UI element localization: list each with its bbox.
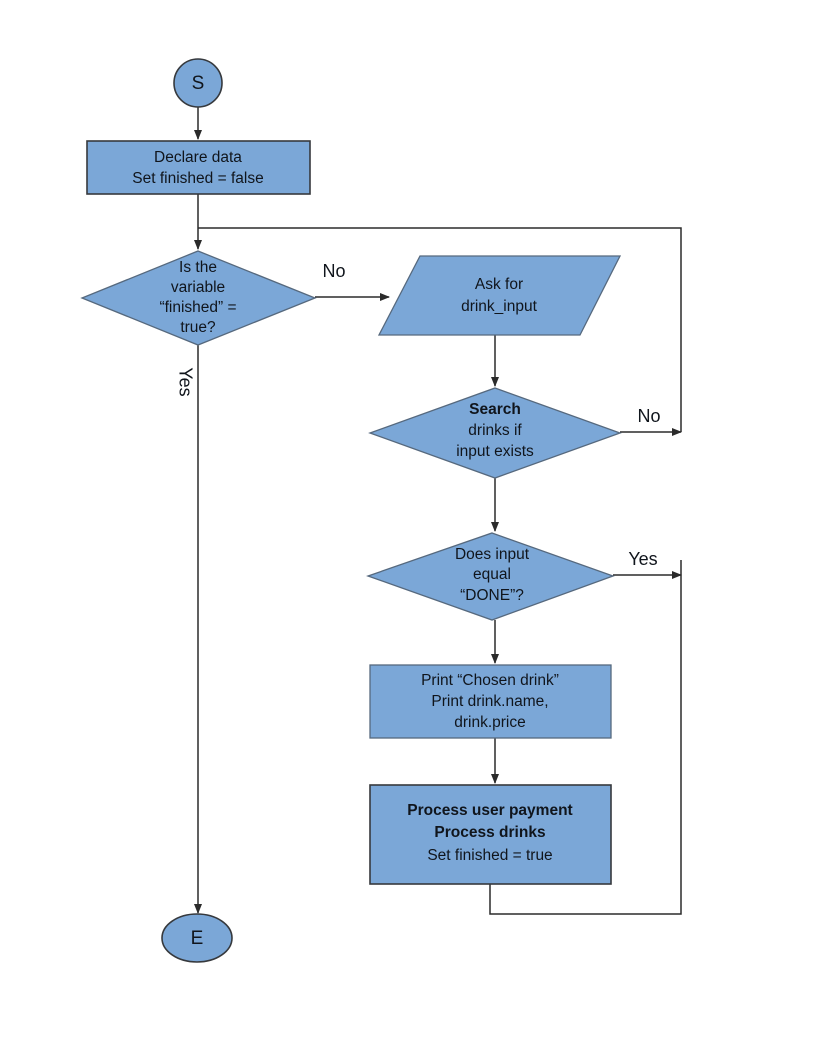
node-declare-data[interactable]: Declare data Set finished = false [86, 140, 311, 195]
node-process-line2: Process drinks [434, 824, 545, 841]
node-check-finished[interactable]: Is the variable “finished” = true? [80, 250, 317, 346]
node-process-line3: Set finished = true [427, 847, 552, 864]
edge-loopback-bottom [489, 560, 682, 915]
edge-loopback-return [198, 227, 682, 432]
edge-label-done-yes: Yes [628, 549, 657, 569]
node-check-finished-line2: variable [171, 279, 225, 296]
node-declare-line1: Declare data [154, 149, 242, 166]
node-check-finished-line3: “finished” = [159, 299, 236, 316]
node-print-line3: drink.price [454, 714, 526, 731]
node-ask-input-line2: drink_input [461, 298, 538, 315]
node-process-payment[interactable]: Process user payment Process drinks Set … [369, 784, 612, 885]
node-check-done-line3: “DONE”? [460, 587, 524, 604]
node-ask-drink-input[interactable]: Ask for drink_input [377, 255, 622, 336]
node-process-line1: Process user payment [407, 802, 572, 819]
node-start[interactable]: S [173, 58, 223, 108]
node-check-finished-line4: true? [180, 319, 216, 336]
edge-label-finished-no: No [322, 261, 345, 281]
node-print-drink[interactable]: Print “Chosen drink” Print drink.name, d… [369, 664, 612, 739]
node-ask-input-line1: Ask for [475, 276, 523, 293]
node-check-done-line2: equal [473, 566, 511, 583]
node-end-label: E [191, 928, 204, 949]
node-print-line1: Print “Chosen drink” [421, 672, 559, 689]
node-declare-line2: Set finished = false [132, 170, 263, 187]
node-print-line2: Print drink.name, [431, 693, 548, 710]
node-check-done[interactable]: Does input equal “DONE”? [366, 532, 615, 621]
edge-label-finished-yes: Yes [175, 367, 195, 396]
node-search-line3: input exists [456, 443, 534, 460]
node-search-drinks[interactable]: Search drinks if input exists [368, 387, 622, 479]
node-start-label: S [192, 73, 205, 94]
node-search-line1: Search [469, 401, 521, 418]
node-check-finished-line1: Is the [179, 259, 217, 276]
edge-label-search-no: No [637, 406, 660, 426]
node-check-done-line1: Does input [455, 546, 530, 563]
node-search-line2: drinks if [468, 422, 522, 439]
node-end[interactable]: E [161, 913, 233, 963]
